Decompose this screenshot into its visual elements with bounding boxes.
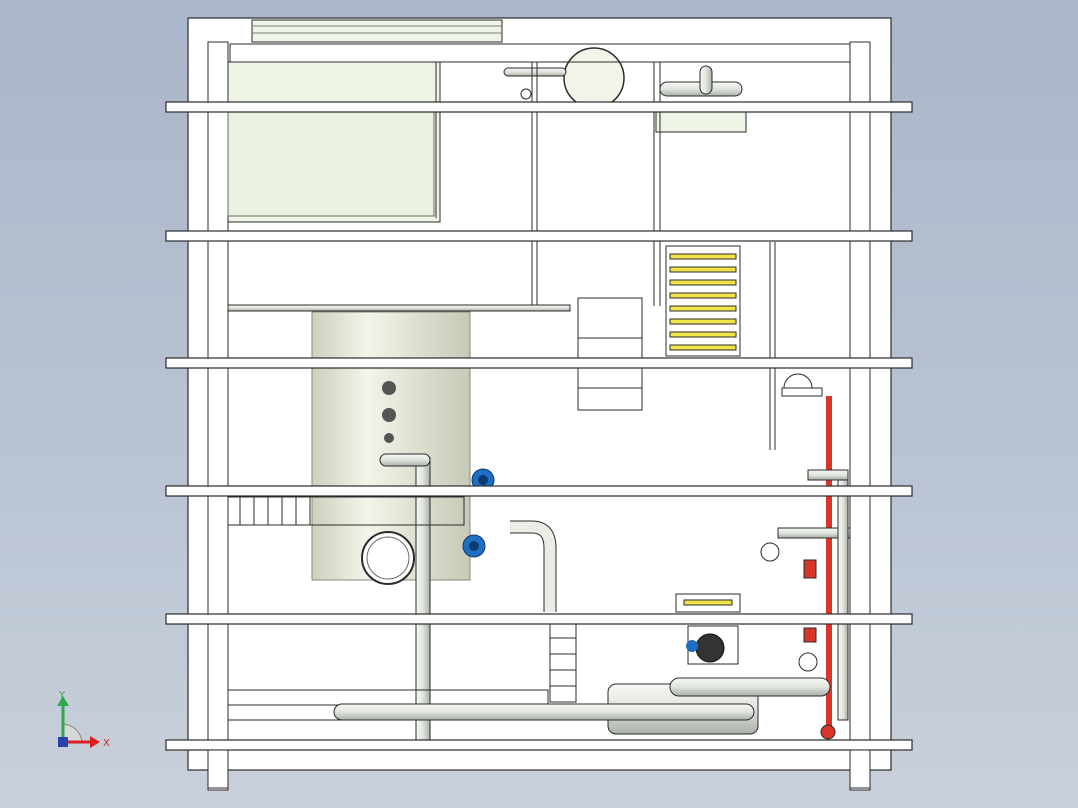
beam-2 bbox=[165, 230, 913, 242]
bottom-pipe bbox=[333, 703, 755, 721]
beam-5 bbox=[165, 613, 913, 625]
right-column bbox=[849, 41, 871, 791]
top-vent-panel bbox=[251, 19, 503, 43]
beam-6 bbox=[165, 739, 913, 751]
beam-4 bbox=[165, 485, 913, 497]
top-round-vessel bbox=[563, 47, 625, 109]
red-valve-3 bbox=[820, 724, 836, 740]
red-valve-1 bbox=[803, 559, 817, 579]
left-foot bbox=[207, 749, 229, 789]
right-foot bbox=[849, 749, 871, 789]
left-column bbox=[207, 41, 229, 791]
worker-figure bbox=[695, 633, 725, 663]
red-valve-2 bbox=[803, 627, 817, 643]
ladder bbox=[665, 245, 741, 357]
ladder-rungs bbox=[669, 253, 737, 351]
lower-ladder bbox=[549, 621, 577, 703]
mid-horizontal-pipe bbox=[227, 304, 571, 312]
beam-1 bbox=[165, 101, 913, 113]
tank-manway bbox=[361, 531, 415, 585]
horizontal-beams bbox=[165, 101, 913, 751]
red-process-line bbox=[826, 396, 832, 736]
beam-3 bbox=[165, 357, 913, 369]
grating-mid bbox=[227, 496, 465, 526]
